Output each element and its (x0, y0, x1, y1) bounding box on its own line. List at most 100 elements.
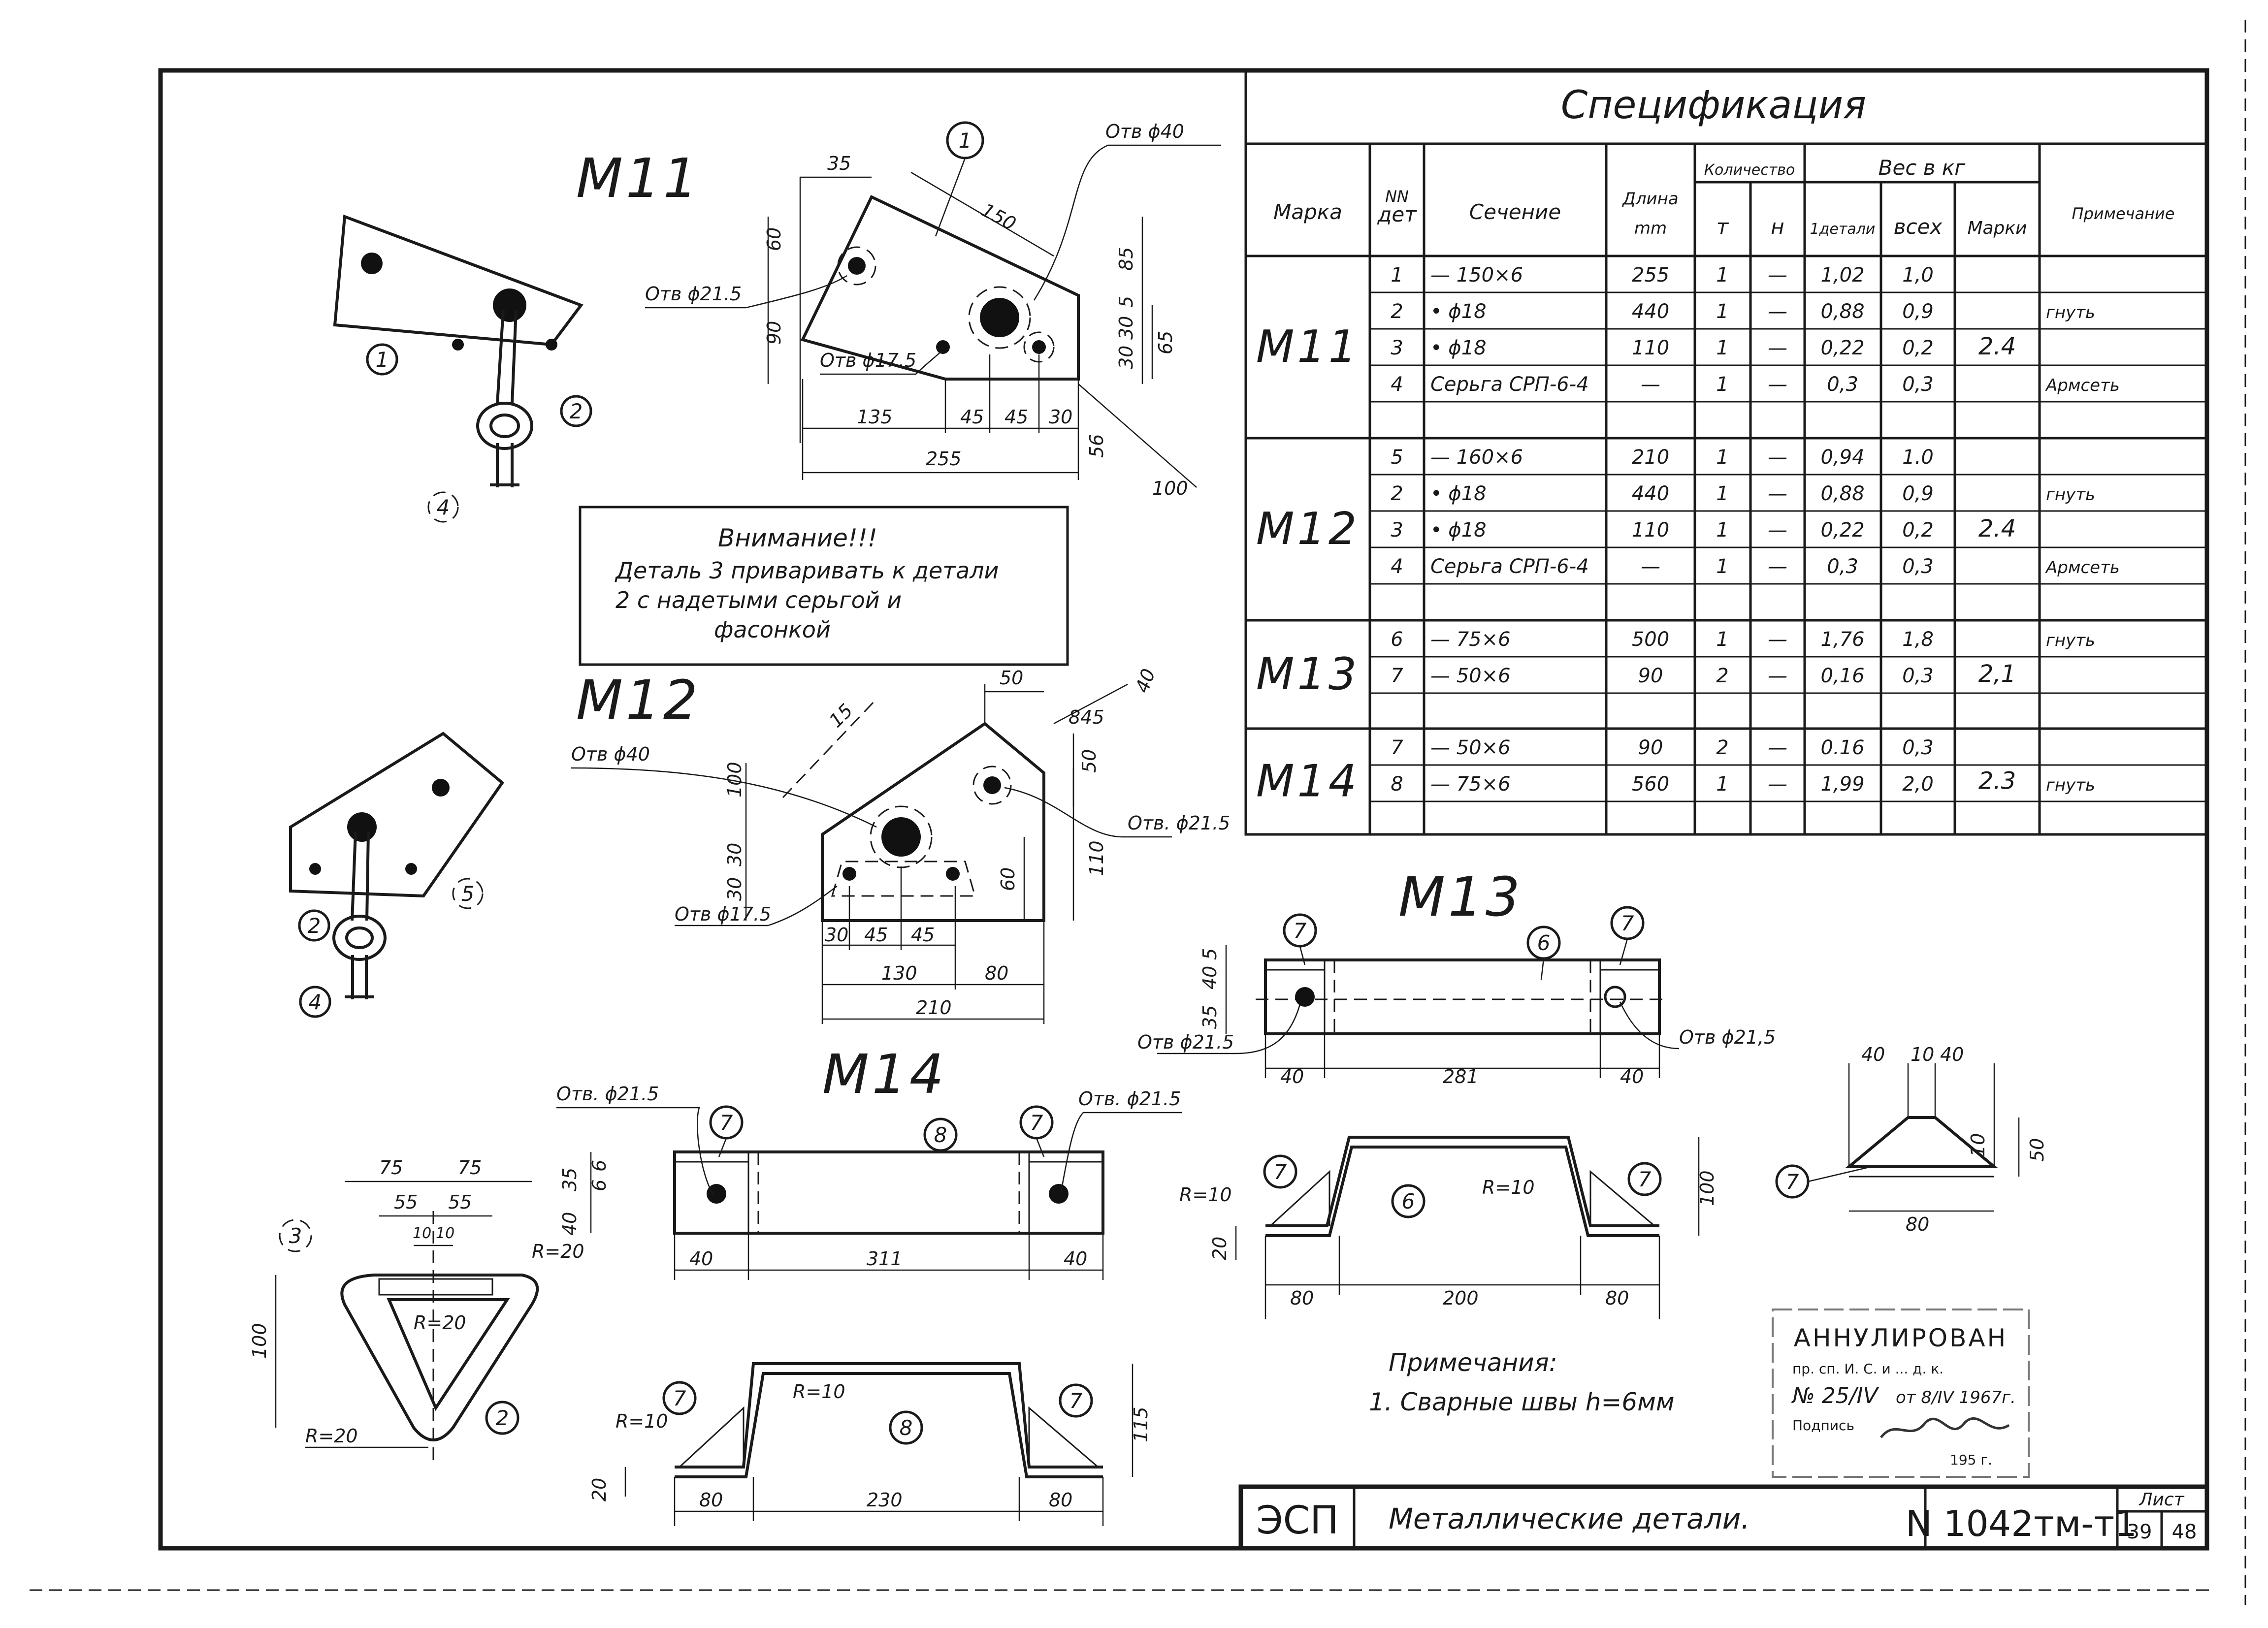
spec-group-mark: М12 (1256, 503, 1360, 555)
m12-dim-110: 110 (1086, 840, 1107, 876)
spec-header-w-mark: Марки (1967, 218, 2027, 238)
drawing-m14: М14 7 8 7 Отв. ϕ21.5 Отв. ϕ21.5 6 6 35 4… (556, 1043, 1182, 1526)
m14-callout-7d: 7 (1069, 1389, 1083, 1413)
m11-dim-150: 150 (978, 199, 1020, 235)
spec-cell-n: 1 (1391, 264, 1403, 287)
spec-cell-length: 90 (1638, 736, 1663, 759)
spec-cell-h: — (1768, 300, 1787, 323)
title-code: N 1042тм-т1 (1906, 1503, 2137, 1544)
m13-dim-40b: 40 (1620, 1066, 1644, 1087)
m14-dim-6a: 6 (588, 1160, 610, 1172)
spec-cell-w1: 0,88 (1820, 482, 1864, 505)
m11-plan-plate (800, 195, 1080, 381)
spec-cell-wall: 0,2 (1902, 519, 1934, 542)
m14-dim-35: 35 (559, 1168, 581, 1191)
spec-cell-h: — (1768, 555, 1787, 578)
m11-dim-45b: 45 (1004, 406, 1028, 428)
m12-dim-845: 845 (1069, 706, 1104, 728)
spec-cell-w1: 1,02 (1820, 264, 1864, 287)
m11-dim-30c: 30 (1049, 406, 1072, 428)
spec-cell-section: • ϕ18 (1430, 519, 1487, 542)
spec-cell-t: 1 (1716, 555, 1728, 578)
spec-cell-w1: 1,76 (1820, 628, 1864, 651)
spec-header-mark: Марка (1273, 200, 1342, 224)
m12-dim-30c: 30 (825, 924, 848, 946)
m14-callout-8a: 8 (934, 1123, 947, 1147)
m12-dim-130: 130 (881, 962, 917, 984)
warning-line-1: Деталь 3 приваривать к детали (615, 557, 999, 584)
spec-cell-section: — 150×6 (1430, 264, 1523, 287)
stamp-signature (1880, 1417, 2010, 1438)
spec-cell-h: — (1768, 264, 1787, 287)
det7-dim-10v: 10 (1967, 1133, 1989, 1157)
spec-cell-h: — (1768, 482, 1787, 505)
m12-callout-4: 4 (309, 990, 322, 1014)
det3-r20-mid: R=20 (414, 1312, 466, 1334)
drawing-m12: М12 2 5 4 50 15 40 845 50 (289, 666, 1230, 1024)
m11-callout-1: 1 (376, 348, 389, 372)
spec-header-num: NN (1385, 187, 1409, 206)
m11-dim-45a: 45 (960, 406, 984, 428)
spec-cell-wall: 0,3 (1902, 665, 1934, 687)
m11-iso-plate (333, 214, 583, 347)
m12-dim-30a: 30 (724, 843, 745, 866)
spec-group-mark: М14 (1256, 756, 1360, 807)
m13-dim-281: 281 (1443, 1066, 1479, 1087)
spec-group-mark: М11 (1256, 321, 1360, 373)
spec-cell-h: — (1768, 446, 1787, 469)
det3-r20-top: R=20 (532, 1241, 584, 1262)
spec-cell-t: 2 (1716, 736, 1728, 759)
m12-label-hole-17: Отв ϕ17.5 (675, 903, 771, 925)
spec-cell-length: 110 (1632, 337, 1669, 359)
m13-r10-right: R=10 (1482, 1177, 1535, 1198)
det3-triangle-outer (340, 1274, 539, 1441)
spec-cell-n: 2 (1391, 482, 1403, 505)
m13-callout-7a: 7 (1294, 919, 1307, 943)
m11-callout-2: 2 (570, 399, 583, 423)
spec-cell-length: 110 (1632, 519, 1669, 542)
spec-cell-length: — (1641, 555, 1660, 578)
spec-header-qty-t: т (1717, 215, 1729, 239)
spec-header-length-unit: mm (1634, 219, 1667, 238)
spec-cell-section: • ϕ18 (1430, 482, 1487, 505)
m14-callout-7c: 7 (673, 1386, 686, 1410)
notes-title: Примечания: (1389, 1348, 1557, 1377)
spec-cell-t: 1 (1716, 264, 1728, 287)
spec-cell-n: 3 (1391, 337, 1403, 359)
m12-dim-40: 40 (1131, 666, 1160, 696)
m13-dim-80b: 80 (1605, 1287, 1629, 1309)
m13-callout-7d: 7 (1638, 1167, 1652, 1191)
spec-cell-n: 2 (1391, 300, 1403, 323)
spec-cell-length: 560 (1632, 773, 1669, 796)
spec-cell-n: 5 (1391, 446, 1403, 469)
m12-dim-50b: 50 (1078, 749, 1100, 773)
spec-cell-h: — (1768, 736, 1787, 759)
spec-title: Спецификация (1561, 83, 1866, 128)
spec-cell-section: • ϕ18 (1430, 337, 1487, 359)
spec-header-length: Длина (1621, 189, 1678, 209)
m12-dim-30b: 30 (724, 877, 745, 901)
spec-cell-note: гнуть (2046, 775, 2095, 795)
spec-cell-t: 2 (1716, 665, 1728, 687)
m14-dim-115: 115 (1130, 1406, 1152, 1442)
spec-cell-section: — 160×6 (1430, 446, 1523, 469)
m14-dim-40a: 40 (689, 1248, 713, 1270)
spec-group-mark-weight: 2,1 (1978, 660, 2016, 688)
det7-dim-10: 10 (1911, 1044, 1934, 1065)
spec-cell-length: — (1641, 373, 1660, 396)
m13-plan-strip (1264, 958, 1661, 1035)
title-block: ЭСП Металлические детали. N 1042тм-т1 Ли… (1238, 1484, 2209, 1551)
detail-3-ring: 75 75 55 55 10 10 R=20 R=20 R=20 100 3 2 (249, 1157, 584, 1467)
m12-callout-5: 5 (461, 882, 475, 906)
warning-title: Внимание!!! (718, 524, 877, 552)
spec-cell-wall: 0,3 (1902, 736, 1934, 759)
m12-plan-plate (821, 722, 1045, 922)
spec-cell-length: 255 (1632, 264, 1669, 287)
spec-group-mark: М13 (1256, 648, 1360, 700)
spec-group-mark-weight: 2.4 (1978, 333, 2016, 360)
det3-dim-10a: 10 (413, 1225, 431, 1242)
title-sheet-total: 48 (2172, 1521, 2197, 1543)
m12-dim-45b: 45 (911, 924, 935, 946)
notes-line-1: 1. Сварные швы h=6мм (1369, 1388, 1675, 1416)
